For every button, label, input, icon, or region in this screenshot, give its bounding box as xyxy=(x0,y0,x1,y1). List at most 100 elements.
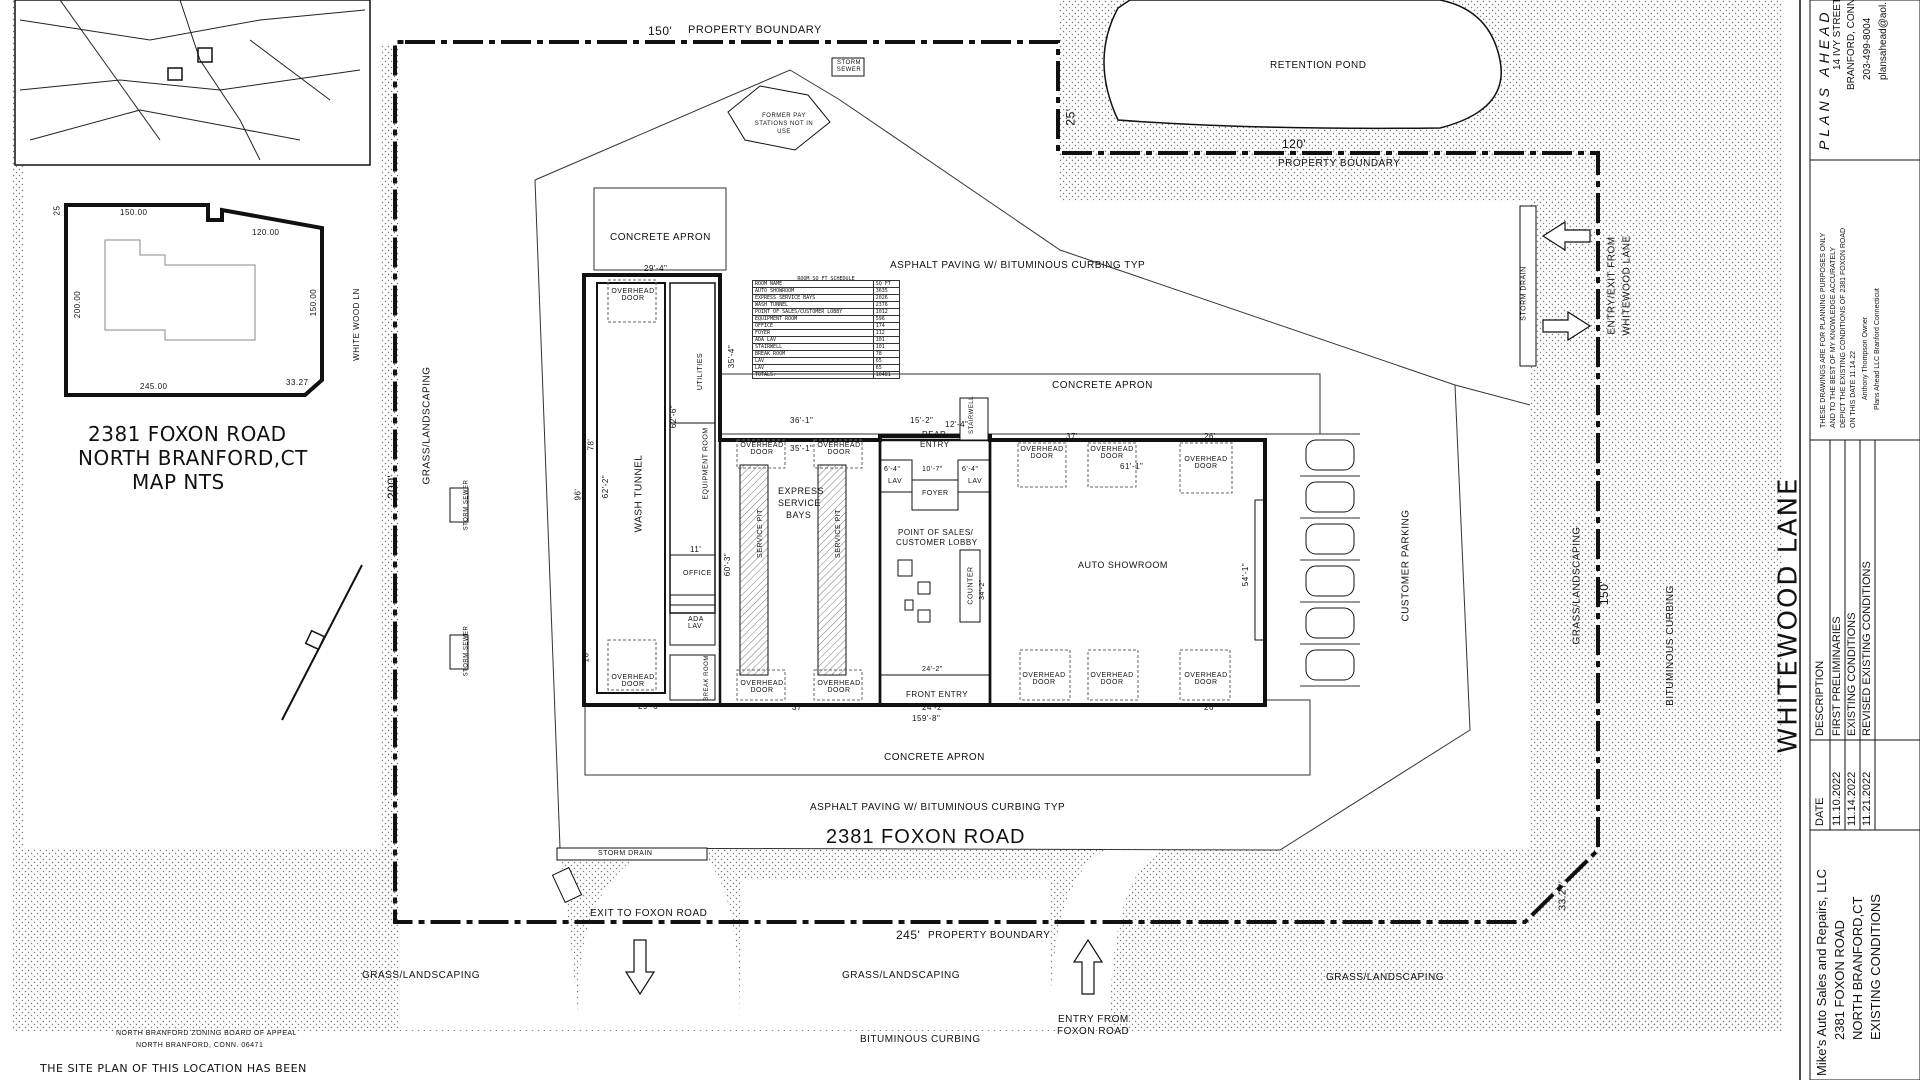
pos-2: CUSTOMER LOBBY xyxy=(896,538,978,547)
planning-3: DEPICT THE EXISTING CONDITIONS OF 2381 F… xyxy=(1840,227,1847,428)
dim-159-8: 159'-8" xyxy=(912,714,941,723)
retention-pond xyxy=(1103,0,1502,130)
schedule-room: LAV xyxy=(752,357,874,365)
schedule-sqft: 3635 xyxy=(872,287,901,295)
foxon-road-label: 2381 FOXON ROAD xyxy=(826,826,1026,848)
dim-12-4: 12'-4" xyxy=(945,420,969,429)
map-dim-corner: 33.27 xyxy=(286,378,309,387)
firm-addr1: 14 IVY STREET xyxy=(1832,0,1843,70)
storm-structures xyxy=(449,57,1537,904)
grass-b2: GRASS/LANDSCAPING xyxy=(842,970,960,981)
schedule-sqft: 2026 xyxy=(872,294,901,302)
schedule-room: POINT OF SALES/CUSTOMER LOBBY xyxy=(752,308,874,316)
utilities-label: UTILITIES xyxy=(697,352,705,391)
entry-label-1: ENTRY FROM xyxy=(1058,1014,1129,1025)
schedule-sqft: 101 xyxy=(872,336,901,344)
boundary-left-dim: 200' xyxy=(385,474,400,500)
lav-2: LAV xyxy=(968,478,983,485)
boundary-right-dim: 150' xyxy=(1597,580,1612,606)
dim-24-2b: 24'-2" xyxy=(922,703,946,712)
client-line1: Mike's Auto Sales and Repairs, LLC xyxy=(1814,869,1829,1076)
handwritten-note: THE SITE PLAN OF THIS LOCATION HAS BEEN xyxy=(40,1062,307,1075)
dim-62-2: 62'-2" xyxy=(601,474,611,499)
concrete-aprons xyxy=(584,187,1321,776)
office-label: OFFICE xyxy=(683,570,712,577)
rev-header-date: DATE xyxy=(1814,797,1826,826)
entry-exit-1: ENTRY/EXIT FROM xyxy=(1606,236,1618,335)
wash-tunnel-label: WASH TUNNEL xyxy=(633,454,645,533)
map-dim-small: 25 xyxy=(52,205,62,216)
dim-35-4: 35'-4" xyxy=(727,344,737,369)
dim-26b: 26' xyxy=(1204,703,1216,712)
parking-stalls xyxy=(1300,433,1360,687)
boundary-right-upper-label: PROPERTY BOUNDARY xyxy=(1278,158,1401,169)
express-1: EXPRESS xyxy=(778,486,825,496)
storm-drain-bottom: STORM DRAIN xyxy=(598,850,653,857)
dim-35-1: 35'-1" xyxy=(790,444,814,453)
building-outline xyxy=(582,273,1267,707)
concrete-apron-top-label: CONCRETE APRON xyxy=(610,232,711,243)
map-dim-left: 200.00 xyxy=(73,290,83,319)
dim-62-6: 62'-6" xyxy=(669,404,679,429)
dim-37b: 37' xyxy=(792,703,804,712)
asphalt-top-label: ASPHALT PAVING W/ BITUMINOUS CURBING TYP xyxy=(890,260,1146,271)
planning-4: ON THIS DATE 11.14.22 xyxy=(1850,350,1857,428)
boundary-top-dim: 150' xyxy=(648,24,673,38)
od-bay-tr: OVERHEAD DOOR xyxy=(817,442,861,456)
dim-16: 16' xyxy=(581,650,591,663)
schedule-sqft: 10481 xyxy=(872,371,901,379)
bituminous-bottom: BITUMINOUS CURBING xyxy=(860,1034,981,1045)
schedule-room: EXPRESS SERVICE BAYS xyxy=(752,294,874,302)
pay-stations xyxy=(727,85,831,151)
schedule-room: ROOM NAME xyxy=(752,280,874,288)
dim-6-4b: 6'-4" xyxy=(962,466,979,473)
schedule-sqft: 1012 xyxy=(872,308,901,316)
rear-entry-2: ENTRY xyxy=(920,440,950,449)
boundary-bottom-dim: 245' xyxy=(896,928,921,942)
rev-header-desc: DESCRIPTION xyxy=(1814,660,1826,736)
od-wash-top: OVERHEAD DOOR xyxy=(611,288,655,302)
dim-6-4a: 6'-4" xyxy=(884,466,901,473)
od-sr-1: OVERHEAD DOOR xyxy=(1020,446,1064,460)
exit-label: EXIT TO FOXON ROAD xyxy=(590,908,708,919)
title-block xyxy=(1799,0,1920,1080)
dim-36-1: 36'-1" xyxy=(790,416,814,425)
pay-stations-label: FORMER PAY STATIONS NOT IN USE xyxy=(754,113,814,135)
planning-1: THESE DRAWINGS ARE FOR PLANNING PURPOSES… xyxy=(1820,232,1827,428)
rev-1-desc: FIRST PRELIMINARIES xyxy=(1831,616,1843,736)
dim-96: 96' xyxy=(573,488,583,501)
dim-54-1: 54'-1" xyxy=(1241,562,1251,587)
od-wash-bottom: OVERHEAD DOOR xyxy=(611,674,655,688)
schedule-sqft: 65 xyxy=(872,357,901,365)
od-sr-3: OVERHEAD DOOR xyxy=(1184,456,1228,470)
break-room-label: BREAK ROOM xyxy=(703,655,710,701)
rev-3-desc: REVISED EXISTING CONDITIONS xyxy=(1861,561,1873,736)
schedule-room: ADA LAV xyxy=(752,336,874,344)
od-sr-2: OVERHEAD DOOR xyxy=(1090,446,1134,460)
schedule-sqft: 65 xyxy=(872,364,901,372)
dim-24-2a: 24'-2" xyxy=(922,666,943,673)
storm-sewer-left-1: STORM SEWER xyxy=(463,479,470,531)
dim-34-2: 34'-2" xyxy=(978,579,986,600)
dim-10-7: 10'-7" xyxy=(922,466,943,473)
boundary-bottom-label: PROPERTY BOUNDARY xyxy=(928,930,1051,941)
retention-pond-label: RETENTION POND xyxy=(1270,60,1367,71)
dim-15-2: 15'-2" xyxy=(910,416,934,425)
od-sr-5: OVERHEAD DOOR xyxy=(1090,672,1134,686)
schedule-sqft: 78 xyxy=(872,350,901,358)
room-schedule: ROOM SQ FT SCHEDULE xyxy=(752,276,900,282)
firm-phone: 203-499-8004 xyxy=(1862,17,1873,80)
schedule-sqft: 2376 xyxy=(872,301,901,309)
entry-label-2: FOXON ROAD xyxy=(1057,1026,1130,1037)
schedule-room: WASH TUNNEL xyxy=(752,301,874,309)
client-line4: EXISTING CONDITIONS xyxy=(1868,894,1883,1040)
grass-right: GRASS/LANDSCAPING xyxy=(1571,526,1583,645)
traffic-arrows xyxy=(624,220,1592,996)
